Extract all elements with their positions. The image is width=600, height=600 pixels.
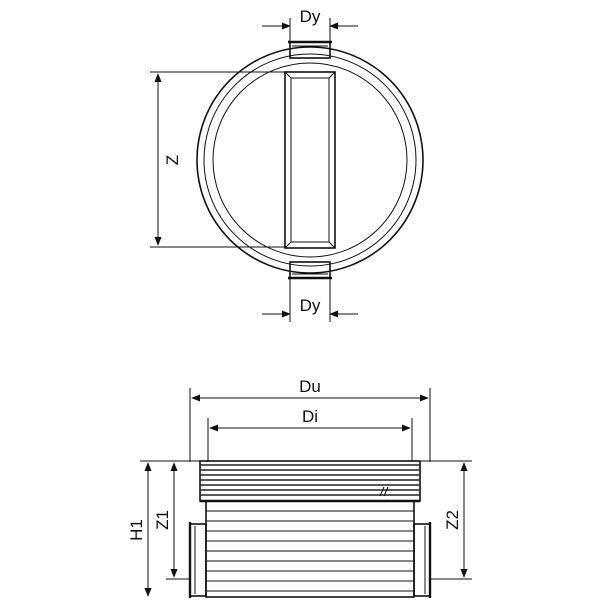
bottom-pipe-stub xyxy=(288,261,332,280)
label-du: Du xyxy=(299,377,321,396)
outer-ring-inner-edge xyxy=(203,53,417,267)
left-pipe-stub xyxy=(188,522,207,598)
top-view: Dy Z Dy xyxy=(150,7,424,322)
dimension-z: Z xyxy=(150,71,285,248)
body-ribs xyxy=(206,510,414,592)
dimension-dy-bottom: Dy xyxy=(262,278,358,322)
dimension-dy-top: Dy xyxy=(262,7,358,42)
dimension-z1: Z1 xyxy=(153,460,200,580)
label-z1: Z1 xyxy=(153,510,172,530)
label-z: Z xyxy=(163,155,182,165)
shaft-body xyxy=(199,460,421,598)
top-ribs xyxy=(200,464,420,496)
outer-ring xyxy=(196,46,424,274)
dimension-di: Di xyxy=(207,407,413,462)
label-h1: H1 xyxy=(127,519,146,541)
inner-wall xyxy=(212,62,408,258)
label-di: Di xyxy=(302,407,318,426)
label-z2: Z2 xyxy=(443,510,462,530)
dimension-du: Du xyxy=(189,377,431,462)
right-pipe-stub xyxy=(413,522,432,598)
side-view: Du Di xyxy=(127,377,472,598)
center-channel xyxy=(284,71,336,249)
label-dy-bottom: Dy xyxy=(300,296,321,315)
top-pipe-stub xyxy=(288,40,332,59)
label-dy-top: Dy xyxy=(300,7,321,26)
dimension-z2: Z2 xyxy=(420,460,472,580)
